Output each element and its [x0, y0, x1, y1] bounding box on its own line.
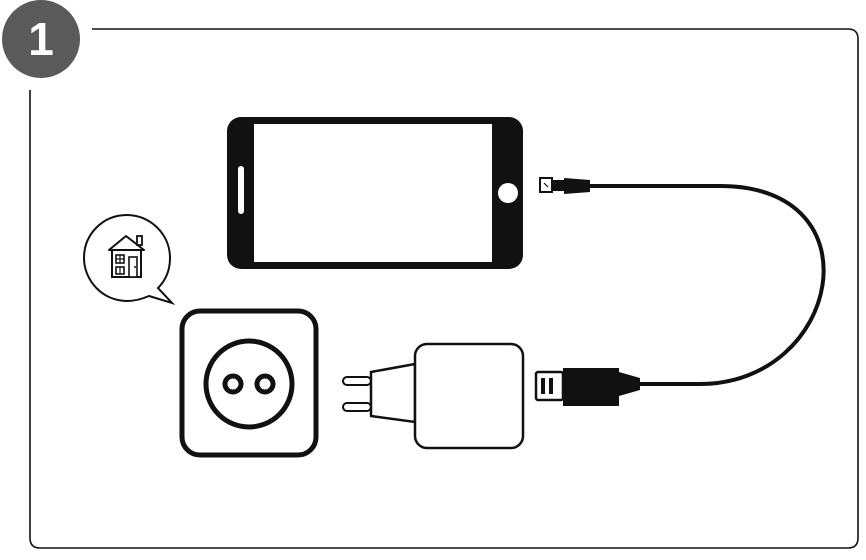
- micro-usb-plug-icon: [539, 177, 590, 194]
- smartphone-icon: [227, 117, 523, 269]
- step-number-badge: 1: [2, 0, 80, 78]
- wall-charger-icon: [342, 342, 525, 450]
- usb-cable-icon: [586, 184, 826, 386]
- wall-socket-icon: [179, 308, 319, 458]
- usb-a-plug-icon: [534, 368, 640, 406]
- home-speech-bubble-icon: [82, 213, 176, 306]
- panel-border: [29, 28, 859, 549]
